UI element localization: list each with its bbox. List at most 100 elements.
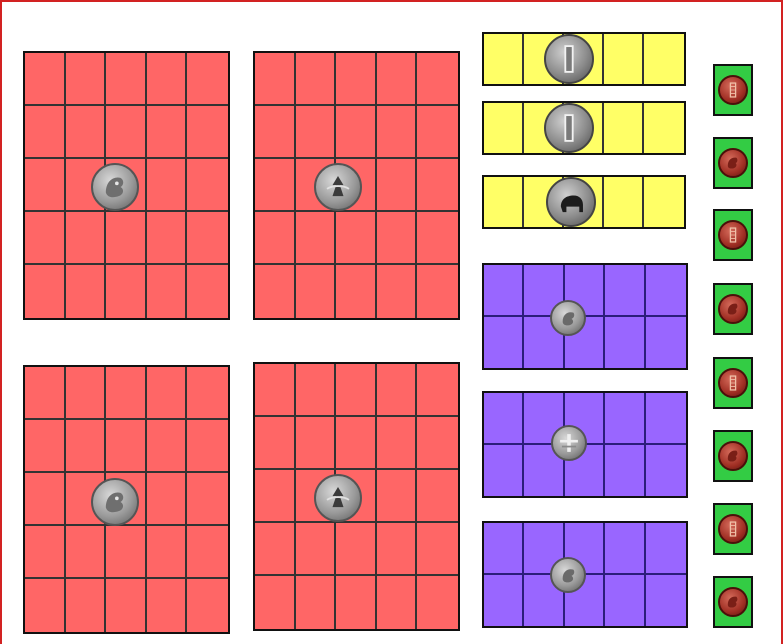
grid-cell[interactable] [187,265,228,318]
grid-cell[interactable] [604,34,644,84]
penny-tails-icon[interactable] [718,514,748,544]
grid-cell[interactable] [255,265,296,318]
grid-cell[interactable] [336,364,377,417]
grid-cell[interactable] [255,417,296,470]
grid-cell[interactable] [187,579,228,632]
grid-cell[interactable] [417,523,458,576]
grid-cell[interactable] [484,575,524,627]
penny-heads-icon[interactable] [718,587,748,617]
grid-cell[interactable] [66,212,107,265]
grid-cell[interactable] [106,212,147,265]
nickel-tails-icon[interactable] [544,103,594,153]
grid-cell[interactable] [25,420,66,473]
grid-cell[interactable] [644,34,684,84]
grid-cell[interactable] [377,53,418,106]
grid-cell[interactable] [25,367,66,420]
grid-cell[interactable] [646,523,686,575]
grid-cell[interactable] [255,470,296,523]
grid-cell[interactable] [255,576,296,629]
grid-cell[interactable] [187,367,228,420]
grid-cell[interactable] [187,473,228,526]
grid-cell[interactable] [336,523,377,576]
grid-cell[interactable] [377,417,418,470]
grid-cell[interactable] [377,470,418,523]
grid-cell[interactable] [336,53,377,106]
grid-cell[interactable] [484,34,524,84]
grid-cell[interactable] [106,579,147,632]
grid-cell[interactable] [25,526,66,579]
grid-cell[interactable] [484,177,524,227]
grid-cell[interactable] [187,212,228,265]
nickel-bison-icon[interactable] [546,177,596,227]
grid-cell[interactable] [187,420,228,473]
grid-cell[interactable] [147,159,188,212]
grid-cell[interactable] [417,265,458,318]
quarter-tails-icon[interactable] [314,474,362,522]
grid-cell[interactable] [484,317,524,369]
grid-cell[interactable] [336,106,377,159]
grid-cell[interactable] [336,265,377,318]
grid-cell[interactable] [417,106,458,159]
grid-cell[interactable] [147,106,188,159]
grid-cell[interactable] [296,364,337,417]
grid-cell[interactable] [646,575,686,627]
grid-cell[interactable] [66,526,107,579]
grid-cell[interactable] [644,103,684,153]
grid-cell[interactable] [296,212,337,265]
grid-cell[interactable] [336,576,377,629]
grid-cell[interactable] [296,53,337,106]
grid-cell[interactable] [255,523,296,576]
penny-tails-icon[interactable] [718,220,748,250]
grid-cell[interactable] [604,177,644,227]
grid-cell[interactable] [417,576,458,629]
grid-cell[interactable] [296,106,337,159]
grid-cell[interactable] [147,420,188,473]
grid-cell[interactable] [25,265,66,318]
penny-heads-icon[interactable] [718,441,748,471]
nickel-tails-icon[interactable] [544,34,594,84]
grid-cell[interactable] [484,103,524,153]
grid-cell[interactable] [484,393,524,445]
grid-cell[interactable] [417,212,458,265]
grid-cell[interactable] [147,265,188,318]
grid-cell[interactable] [644,177,684,227]
grid-cell[interactable] [377,576,418,629]
grid-cell[interactable] [66,367,107,420]
grid-cell[interactable] [484,445,524,497]
grid-cell[interactable] [417,159,458,212]
grid-cell[interactable] [417,417,458,470]
grid-cell[interactable] [147,473,188,526]
quarter-tails-icon[interactable] [314,163,362,211]
grid-cell[interactable] [417,470,458,523]
grid-cell[interactable] [646,445,686,497]
grid-cell[interactable] [377,212,418,265]
grid-cell[interactable] [604,103,644,153]
grid-cell[interactable] [106,526,147,579]
grid-cell[interactable] [417,364,458,417]
grid-cell[interactable] [605,265,645,317]
grid-cell[interactable] [66,53,107,106]
grid-cell[interactable] [106,265,147,318]
penny-heads-icon[interactable] [718,294,748,324]
grid-cell[interactable] [377,106,418,159]
grid-cell[interactable] [605,575,645,627]
grid-cell[interactable] [605,393,645,445]
grid-cell[interactable] [377,523,418,576]
grid-cell[interactable] [255,106,296,159]
quarter-heads-icon[interactable] [91,163,139,211]
grid-cell[interactable] [147,579,188,632]
grid-cell[interactable] [484,265,524,317]
grid-cell[interactable] [336,417,377,470]
grid-cell[interactable] [646,393,686,445]
grid-cell[interactable] [417,53,458,106]
grid-cell[interactable] [25,579,66,632]
grid-cell[interactable] [605,445,645,497]
grid-cell[interactable] [66,420,107,473]
grid-cell[interactable] [484,523,524,575]
grid-cell[interactable] [255,53,296,106]
grid-cell[interactable] [255,212,296,265]
grid-cell[interactable] [296,417,337,470]
grid-cell[interactable] [187,106,228,159]
grid-cell[interactable] [187,53,228,106]
grid-cell[interactable] [255,364,296,417]
